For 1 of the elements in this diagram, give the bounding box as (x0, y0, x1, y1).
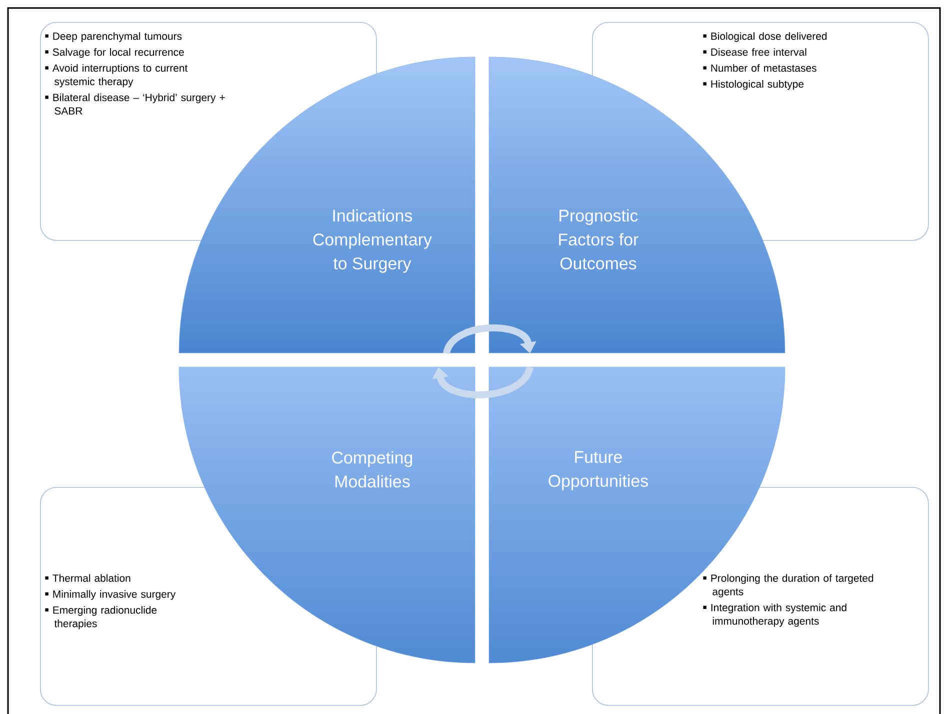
quadrant-segment: Competing Modalities (178, 366, 476, 664)
